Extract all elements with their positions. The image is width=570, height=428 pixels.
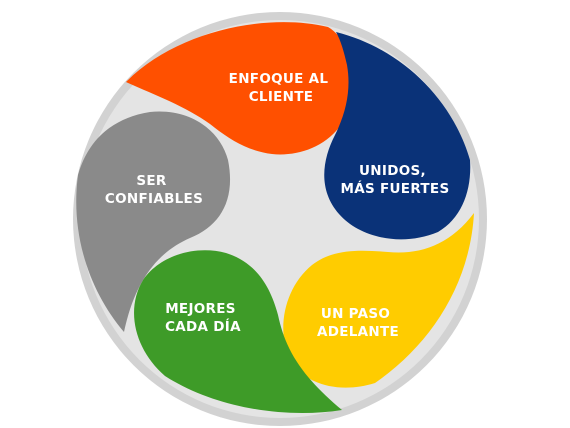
segment-unidos-label-line1: UNIDOS,	[359, 163, 426, 179]
segment-mejores: MEJORES CADA DÍA	[134, 250, 342, 414]
segment-ser-label-line1: SER	[136, 173, 167, 189]
segment-enfoque-shape	[126, 22, 354, 155]
svg-text:UNIDOS, MÁS FUERTES: UNIDOS, MÁS FUERTES	[341, 163, 450, 197]
svg-text:UN PASO ADELANTE: UN PASO ADELANTE	[317, 306, 399, 340]
segment-mejores-label-line1: MEJORES	[165, 301, 236, 317]
segment-enfoque-label-line1: ENFOQUE AL	[229, 71, 329, 87]
segment-paso-label-line1: UN PASO	[321, 306, 390, 322]
segment-ser-label-line2: CONFIABLES	[105, 191, 203, 207]
svg-text:SER CONFIABLES: SER CONFIABLES	[105, 173, 203, 207]
svg-text:MEJORES CADA DÍA: MEJORES CADA DÍA	[165, 301, 241, 335]
segment-mejores-label-line2: CADA DÍA	[165, 318, 241, 335]
segment-enfoque-label-line2: CLIENTE	[249, 89, 314, 105]
segment-unidos-shape	[324, 32, 471, 240]
segment-paso-label-line2: ADELANTE	[317, 324, 399, 340]
svg-text:ENFOQUE AL CLIENTE: ENFOQUE AL CLIENTE	[229, 71, 334, 105]
segment-paso-shape	[283, 213, 474, 388]
segment-ser: SER CONFIABLES	[76, 111, 231, 332]
segment-unidos-label-line2: MÁS FUERTES	[341, 180, 450, 197]
segment-unidos: UNIDOS, MÁS FUERTES	[324, 32, 471, 240]
segment-mejores-shape	[134, 250, 342, 414]
segment-enfoque: ENFOQUE AL CLIENTE	[126, 22, 354, 155]
segment-paso: UN PASO ADELANTE	[283, 213, 474, 388]
segment-ser-shape	[76, 111, 231, 332]
